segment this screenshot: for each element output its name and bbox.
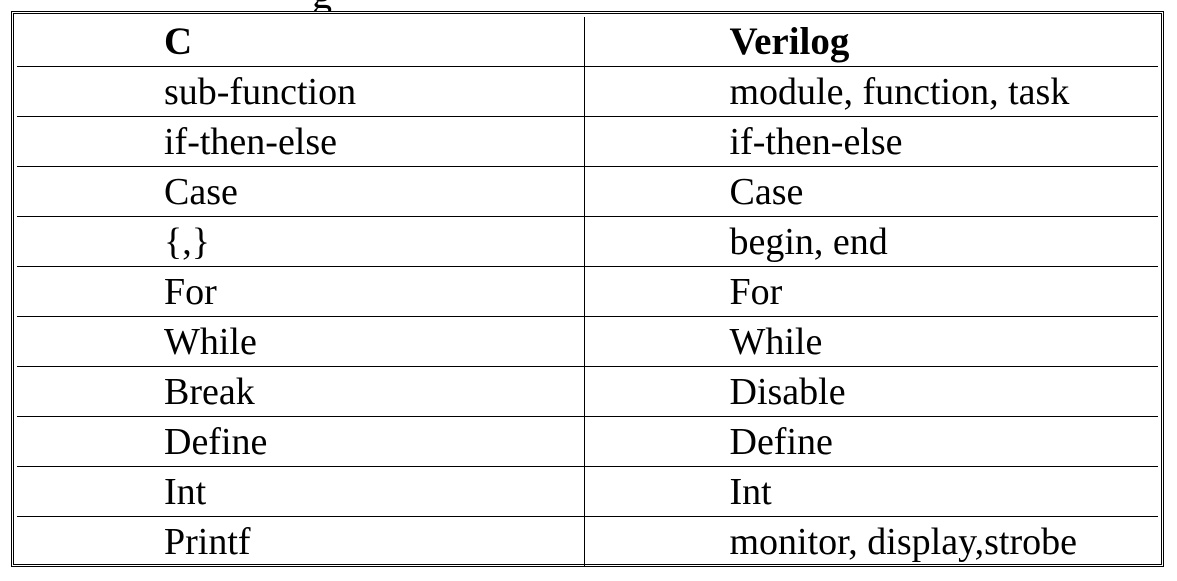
c-construct-cell: Define bbox=[17, 416, 585, 467]
table-row: Int Int bbox=[17, 466, 1158, 517]
verilog-construct-cell: begin, end bbox=[583, 216, 1158, 267]
table-header-row: C Verilog bbox=[17, 17, 1158, 67]
column-header-verilog: Verilog bbox=[583, 17, 1158, 67]
c-construct-cell: if-then-else bbox=[17, 116, 585, 167]
verilog-construct-cell: Define bbox=[583, 416, 1158, 467]
c-construct-cell: Printf bbox=[17, 516, 585, 566]
clipped-text-fragment: g bbox=[0, 0, 1177, 12]
c-construct-cell: While bbox=[17, 316, 585, 367]
verilog-construct-cell: if-then-else bbox=[583, 116, 1158, 167]
verilog-construct-cell: Case bbox=[583, 166, 1158, 217]
column-header-c: C bbox=[17, 17, 585, 67]
c-construct-cell: Case bbox=[17, 166, 585, 217]
table-row: {,} begin, end bbox=[17, 216, 1158, 267]
c-construct-cell: For bbox=[17, 266, 585, 317]
verilog-construct-cell: monitor, display,strobe bbox=[583, 516, 1158, 566]
verilog-construct-cell: For bbox=[583, 266, 1158, 317]
verilog-construct-cell: While bbox=[583, 316, 1158, 367]
c-construct-cell: Int bbox=[17, 466, 585, 517]
c-verilog-comparison-table: C Verilog sub-function module, function,… bbox=[17, 17, 1158, 566]
verilog-construct-cell: Disable bbox=[583, 366, 1158, 417]
c-construct-cell: Break bbox=[17, 366, 585, 417]
table-row: While While bbox=[17, 316, 1158, 367]
table-row: Printf monitor, display,strobe bbox=[17, 516, 1158, 566]
table-row: For For bbox=[17, 266, 1158, 317]
comparison-table-frame: C Verilog sub-function module, function,… bbox=[11, 11, 1164, 567]
verilog-construct-cell: Int bbox=[583, 466, 1158, 517]
c-construct-cell: sub-function bbox=[17, 66, 585, 117]
table-row: Define Define bbox=[17, 416, 1158, 467]
verilog-construct-cell: module, function, task bbox=[583, 66, 1158, 117]
table-row: Case Case bbox=[17, 166, 1158, 217]
table-row: Break Disable bbox=[17, 366, 1158, 417]
table-row: if-then-else if-then-else bbox=[17, 116, 1158, 167]
table-row: sub-function module, function, task bbox=[17, 66, 1158, 117]
c-construct-cell: {,} bbox=[17, 216, 585, 267]
